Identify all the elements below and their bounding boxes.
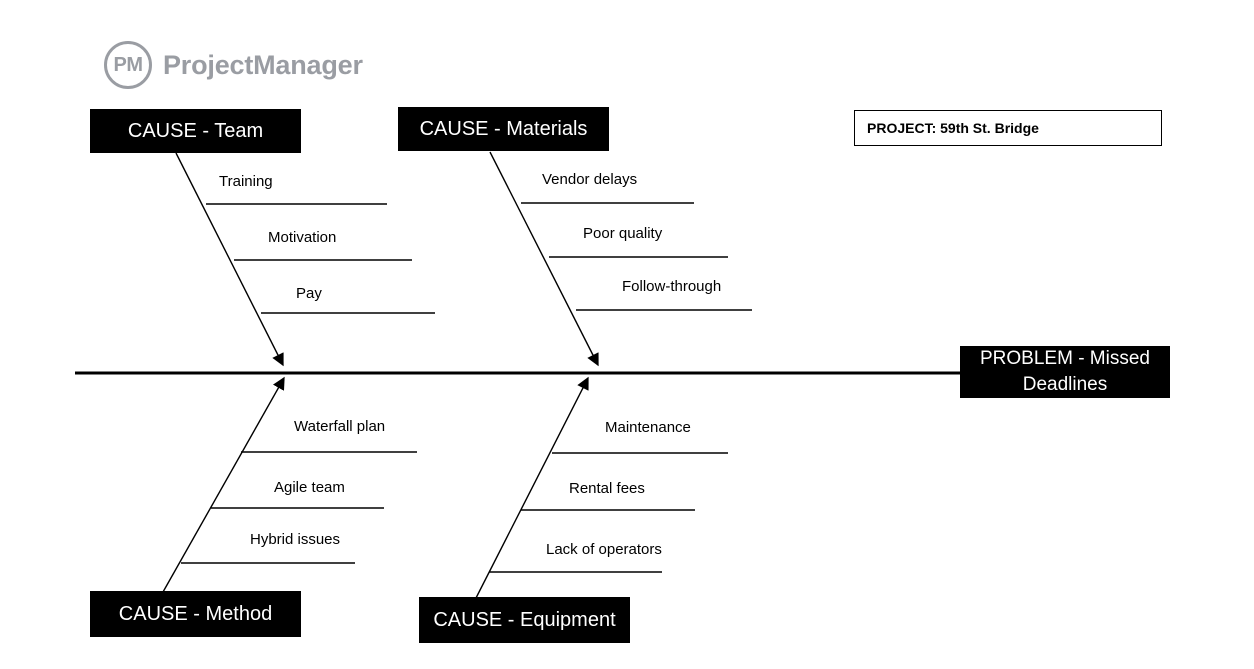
- pm-circle-icon: PM: [104, 41, 152, 89]
- bone-materials: [489, 151, 599, 367]
- project-box[interactable]: PROJECT: 59th St. Bridge: [854, 110, 1162, 146]
- bone-equipment: [475, 376, 589, 599]
- bone-team: [175, 152, 284, 367]
- sub-label-materials-poor-quality: Poor quality: [583, 225, 663, 242]
- cause-box-materials[interactable]: CAUSE - Materials: [398, 107, 609, 151]
- cause-box-team[interactable]: CAUSE - Team: [90, 109, 301, 153]
- problem-box[interactable]: PROBLEM - Missed Deadlines: [960, 346, 1170, 398]
- problem-line-1: PROBLEM - Missed: [980, 348, 1150, 370]
- sub-label-materials-follow-through: Follow-through: [622, 278, 722, 295]
- brand-name-text: ProjectManager: [163, 49, 363, 80]
- sub-label-method-hybrid-issues: Hybrid issues: [250, 531, 341, 548]
- sub-label-team-pay: Pay: [296, 285, 322, 302]
- cause-box-equipment[interactable]: CAUSE - Equipment: [419, 597, 630, 643]
- sub-label-equipment-rental-fees: Rental fees: [569, 480, 645, 497]
- sub-label-equipment-lack-of-operators: Lack of operators: [546, 541, 662, 558]
- pm-monogram-text: PM: [113, 54, 144, 76]
- projectmanager-logo: PM ProjectManager: [104, 41, 363, 89]
- sub-label-team-motivation: Motivation: [268, 229, 337, 246]
- sub-label-team-training: Training: [219, 173, 273, 190]
- bone-method: [162, 376, 285, 593]
- sub-label-method-agile-team: Agile team: [274, 479, 345, 496]
- sub-label-equipment-maintenance: Maintenance: [605, 419, 691, 436]
- problem-line-2: Deadlines: [1022, 374, 1108, 395]
- sub-label-materials-vendor-delays: Vendor delays: [542, 171, 638, 188]
- sub-label-method-waterfall-plan: Waterfall plan: [294, 418, 386, 435]
- cause-box-method[interactable]: CAUSE - Method: [90, 591, 301, 637]
